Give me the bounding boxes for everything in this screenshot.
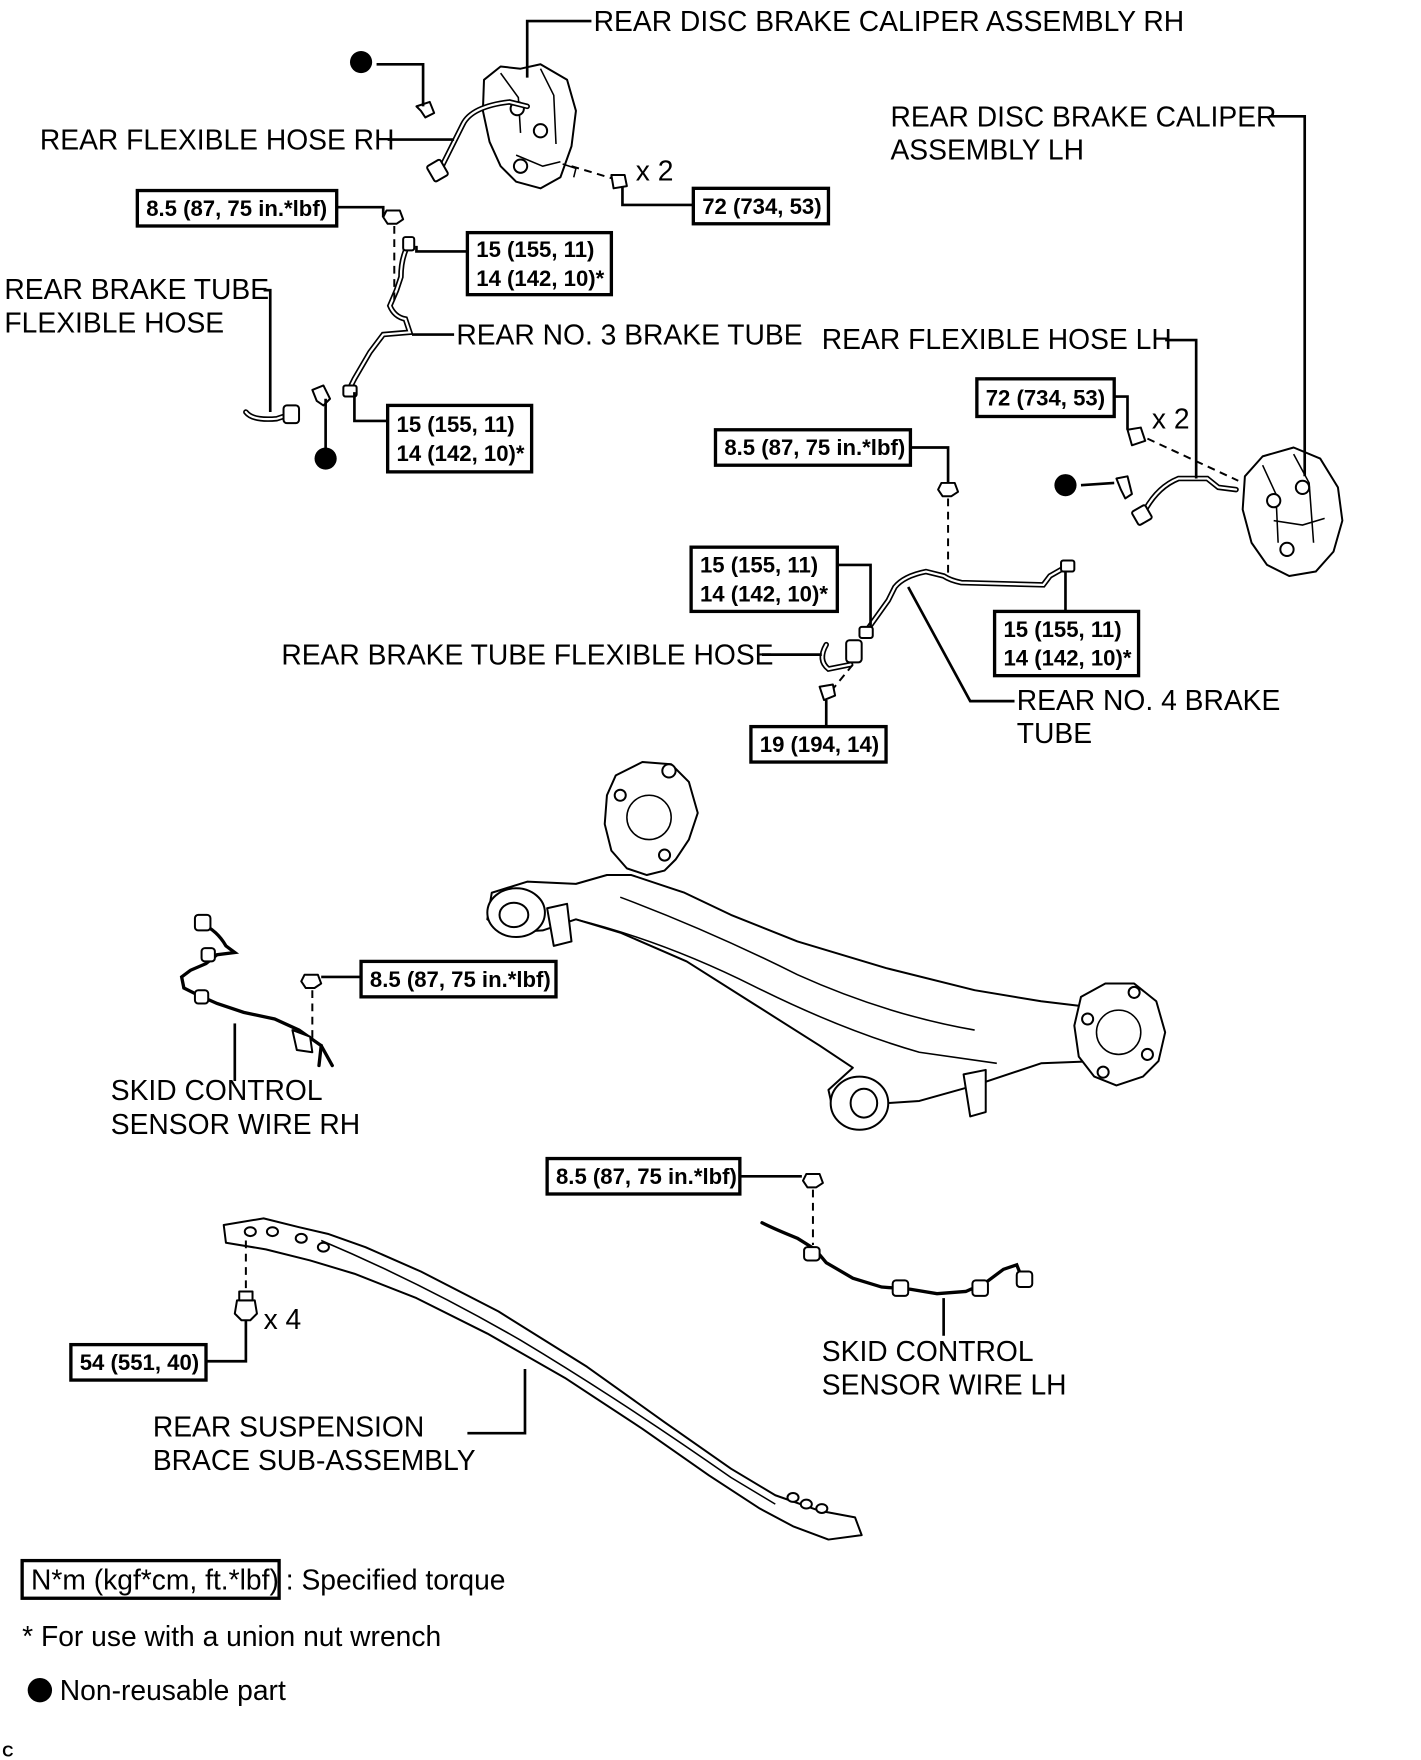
caliper-rh-drawing	[481, 63, 577, 190]
svg-text:14 (142, 10)*: 14 (142, 10)*	[1003, 646, 1131, 671]
svg-text:54 (551, 40): 54 (551, 40)	[80, 1350, 199, 1375]
label-brace-line2: BRACE SUB-ASSEMBLY	[153, 1444, 476, 1476]
flex-hose-bolt-lh	[818, 683, 837, 702]
label-tube-flex-hose-lh: REAR BRAKE TUBE FLEXIBLE HOSE	[281, 639, 773, 671]
sensor-wire-lh-drawing	[760, 1221, 1034, 1297]
nut-sensor-lh	[801, 1173, 824, 1189]
label-flex-hose-rh: REAR FLEXIBLE HOSE RH	[40, 124, 395, 156]
svg-text:14 (142, 10)*: 14 (142, 10)*	[397, 441, 525, 466]
torque-no4-right: 15 (155, 11) 14 (142, 10)*	[992, 609, 1141, 678]
torque-lh-flex-bolt: 19 (194, 14)	[749, 724, 888, 764]
svg-text:8.5 (87, 75 in.*lbf): 8.5 (87, 75 in.*lbf)	[146, 196, 327, 221]
torque-rh-caliper-bolt: 72 (734, 53)	[691, 186, 831, 226]
tube-flex-hose-lh-drawing	[819, 639, 863, 672]
corner-code: C	[2, 1744, 13, 1760]
svg-text:72 (734, 53): 72 (734, 53)	[702, 194, 821, 219]
svg-text:14 (142, 10)*: 14 (142, 10)*	[476, 266, 604, 291]
svg-text:15 (155, 11): 15 (155, 11)	[476, 237, 594, 262]
legend-unit-desc: : Specified torque	[286, 1563, 506, 1595]
label-sensor-rh-line1: SKID CONTROL	[111, 1074, 323, 1106]
torque-lh-hose-bracket-bolt: 8.5 (87, 75 in.*lbf)	[713, 428, 913, 467]
nut-sensor-rh	[300, 973, 323, 989]
legend-unit-box	[20, 1558, 281, 1600]
flex-hose-lh-drawing	[1131, 475, 1239, 526]
torque-no4-left: 15 (155, 11) 14 (142, 10)*	[689, 545, 839, 614]
brace-bolt	[233, 1290, 258, 1322]
svg-text:8.5 (87, 75 in.*lbf): 8.5 (87, 75 in.*lbf)	[724, 435, 905, 460]
torque-sensor-lh-bolt: 8.5 (87, 75 in.*lbf)	[545, 1156, 742, 1196]
label-flex-hose-lh: REAR FLEXIBLE HOSE LH	[822, 323, 1172, 355]
label-caliper-lh-line2: ASSEMBLY LH	[890, 134, 1084, 166]
svg-text:14 (142, 10)*: 14 (142, 10)*	[700, 581, 828, 606]
label-brace-line1: REAR SUSPENSION	[153, 1411, 424, 1443]
qty-caliper-lh: x 2	[1152, 403, 1190, 435]
nut-rh-bracket	[382, 209, 405, 225]
tube-flex-hose-rh-drawing	[243, 404, 301, 425]
caliper-lh-drawing	[1241, 446, 1344, 577]
label-no4-tube-line2: TUBE	[1017, 717, 1092, 749]
torque-sensor-rh-bolt: 8.5 (87, 75 in.*lbf)	[359, 959, 558, 999]
legend-union-nut-note: * For use with a union nut wrench	[22, 1620, 441, 1652]
legend-unit-text: N*m (kgf*cm, ft.*lbf)	[31, 1563, 279, 1595]
rear-axle-beam-drawing	[486, 761, 1167, 1131]
non-reusable-dot-lh	[1054, 474, 1077, 497]
label-sensor-lh-line1: SKID CONTROL	[822, 1335, 1034, 1367]
svg-text:8.5 (87, 75 in.*lbf): 8.5 (87, 75 in.*lbf)	[556, 1164, 737, 1189]
legend-non-reusable-text: Non-reusable part	[60, 1674, 286, 1706]
torque-no3-lower: 15 (155, 11) 14 (142, 10)*	[385, 403, 534, 474]
torque-brace-bolt: 54 (551, 40)	[69, 1342, 208, 1382]
sensor-wire-rh-drawing	[179, 913, 334, 1068]
qty-caliper-rh: x 2	[636, 155, 674, 187]
torque-rh-hose-bracket-bolt: 8.5 (87, 75 in.*lbf)	[135, 188, 339, 228]
svg-text:72 (734, 53): 72 (734, 53)	[986, 385, 1105, 410]
qty-brace: x 4	[264, 1303, 302, 1335]
clip-lh	[1115, 475, 1133, 500]
svg-text:15 (155, 11): 15 (155, 11)	[397, 412, 515, 437]
label-sensor-rh-line2: SENSOR WIRE RH	[111, 1108, 360, 1140]
caliper-bolt-rh	[610, 174, 628, 190]
svg-text:15 (155, 11): 15 (155, 11)	[1003, 617, 1121, 642]
caliper-bolt-lh	[1126, 426, 1147, 447]
torque-lh-caliper-bolt: 72 (734, 53)	[975, 377, 1116, 419]
svg-text:15 (155, 11): 15 (155, 11)	[700, 553, 818, 578]
label-sensor-lh-line2: SENSOR WIRE LH	[822, 1368, 1067, 1400]
torque-no3-upper: 15 (155, 11) 14 (142, 10)*	[465, 230, 614, 297]
no4-tube-drawing	[858, 559, 1076, 639]
non-reusable-dot-top	[349, 50, 373, 74]
nut-lh-bracket	[937, 481, 960, 498]
suspension-brace-drawing	[222, 1217, 863, 1541]
label-caliper-rh: REAR DISC BRAKE CALIPER ASSEMBLY RH	[594, 5, 1185, 37]
clip-rh-lower	[311, 384, 332, 407]
leader-lines	[203, 19, 1307, 1435]
legend: N*m (kgf*cm, ft.*lbf) : Specified torque…	[20, 1558, 506, 1706]
label-caliper-lh-line1: REAR DISC BRAKE CALIPER	[890, 100, 1276, 132]
no3-tube-drawing	[342, 236, 416, 398]
label-no3-tube: REAR NO. 3 BRAKE TUBE	[456, 318, 802, 350]
clip-rh-top	[415, 100, 436, 119]
label-tube-flex-hose-rh-line1: REAR BRAKE TUBE	[4, 273, 269, 305]
svg-text:19 (194, 14): 19 (194, 14)	[760, 732, 879, 757]
label-tube-flex-hose-rh-line2: FLEXIBLE HOSE	[4, 306, 224, 338]
svg-text:8.5 (87, 75 in.*lbf): 8.5 (87, 75 in.*lbf)	[370, 967, 551, 992]
label-no4-tube-line1: REAR NO. 4 BRAKE	[1017, 684, 1281, 716]
legend-non-reusable-dot	[27, 1677, 53, 1703]
flex-hose-rh-drawing	[426, 99, 530, 183]
